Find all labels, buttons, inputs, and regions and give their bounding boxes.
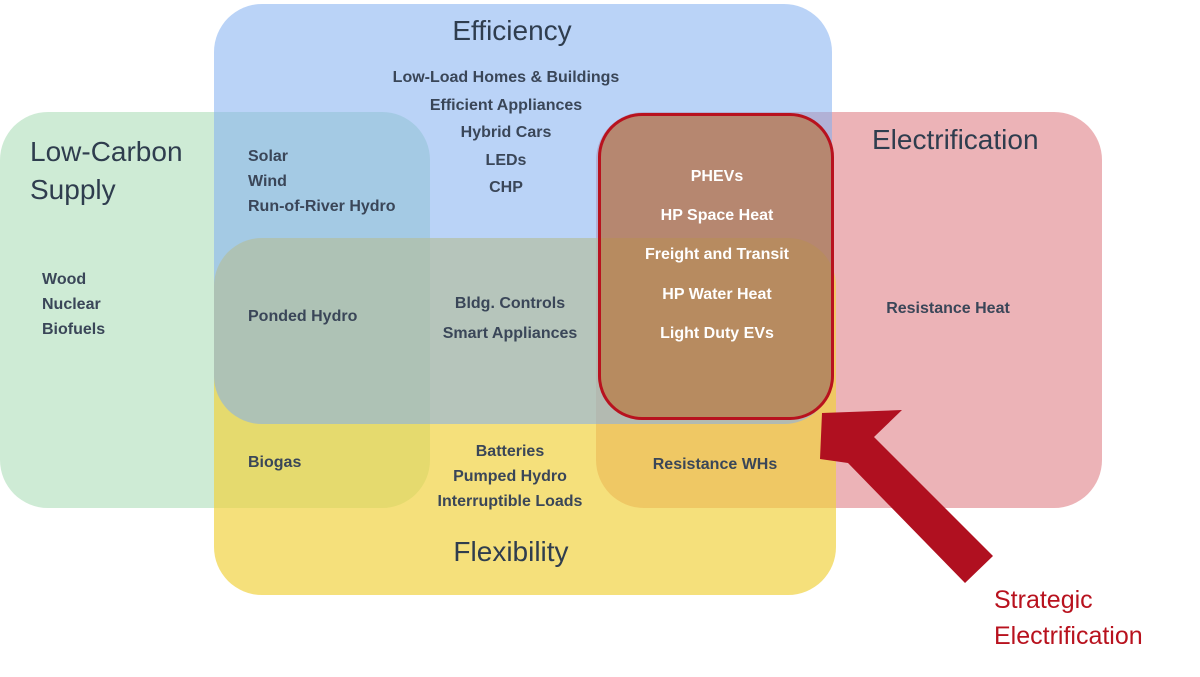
efficiency-items: Low-Load Homes & Buildings Efficient App… xyxy=(393,64,620,202)
low-carbon-title-line: Supply xyxy=(30,173,116,205)
strategic-electrification-items: PHEVs HP Space Heat Freight and Transit … xyxy=(645,157,789,353)
list-item: Batteries xyxy=(475,443,545,460)
flexibility-items: Batteries Pumped Hydro Interruptible Loa… xyxy=(438,440,583,514)
ponded-hydro-item: Ponded Hydro xyxy=(248,308,358,325)
list-item: HP Space Heat xyxy=(660,207,774,225)
list-item: PHEVs xyxy=(690,168,744,185)
list-item: Nuclear xyxy=(42,295,101,313)
low-carbon-only-items: Wood Nuclear Biofuels xyxy=(42,268,105,342)
electrification-title: Electrification xyxy=(872,124,1039,155)
list-item: Solar xyxy=(248,148,289,165)
list-item: Pumped Hydro xyxy=(453,467,567,485)
strategic-label-line: Strategic xyxy=(994,586,1093,614)
list-item: HP Water Heat xyxy=(662,285,772,303)
strategic-label-line: Electrification xyxy=(994,621,1143,650)
list-item: Bldg. Controls xyxy=(454,295,566,312)
list-item: Smart Appliances xyxy=(442,325,578,343)
efficiency-flexibility-items: Bldg. Controls Smart Appliances xyxy=(443,289,578,350)
list-item: Run-of-River Hydro xyxy=(248,197,396,215)
list-item: Efficient Appliances xyxy=(429,96,583,114)
flexibility-title: Flexibility xyxy=(453,536,569,567)
list-item: Interruptible Loads xyxy=(437,492,583,510)
list-item: Biofuels xyxy=(42,320,106,338)
list-item: LEDs xyxy=(485,151,527,169)
list-item: Hybrid Cars xyxy=(460,124,552,142)
renewables-items: Solar Wind Run-of-River Hydro xyxy=(248,145,396,219)
resistance-heat-item: Resistance Heat xyxy=(886,300,1010,317)
list-item: Freight and Transit xyxy=(644,246,790,264)
strategic-electrification-region xyxy=(598,113,834,420)
resistance-wh-item: Resistance WHs xyxy=(652,456,778,473)
list-item: Wind xyxy=(248,172,287,190)
list-item: CHP xyxy=(489,179,523,197)
efficiency-title: Efficiency xyxy=(452,15,572,46)
list-item: Wood xyxy=(42,271,87,288)
low-carbon-supply-title: Low-Carbon Supply xyxy=(30,133,183,209)
list-item: Light Duty EVs xyxy=(660,324,774,342)
biogas-item: Biogas xyxy=(248,454,302,471)
list-item: Low-Load Homes & Buildings xyxy=(392,69,620,86)
low-carbon-title-line: Low-Carbon xyxy=(30,136,183,167)
strategic-electrification-label: Strategic Electrification xyxy=(994,583,1143,655)
